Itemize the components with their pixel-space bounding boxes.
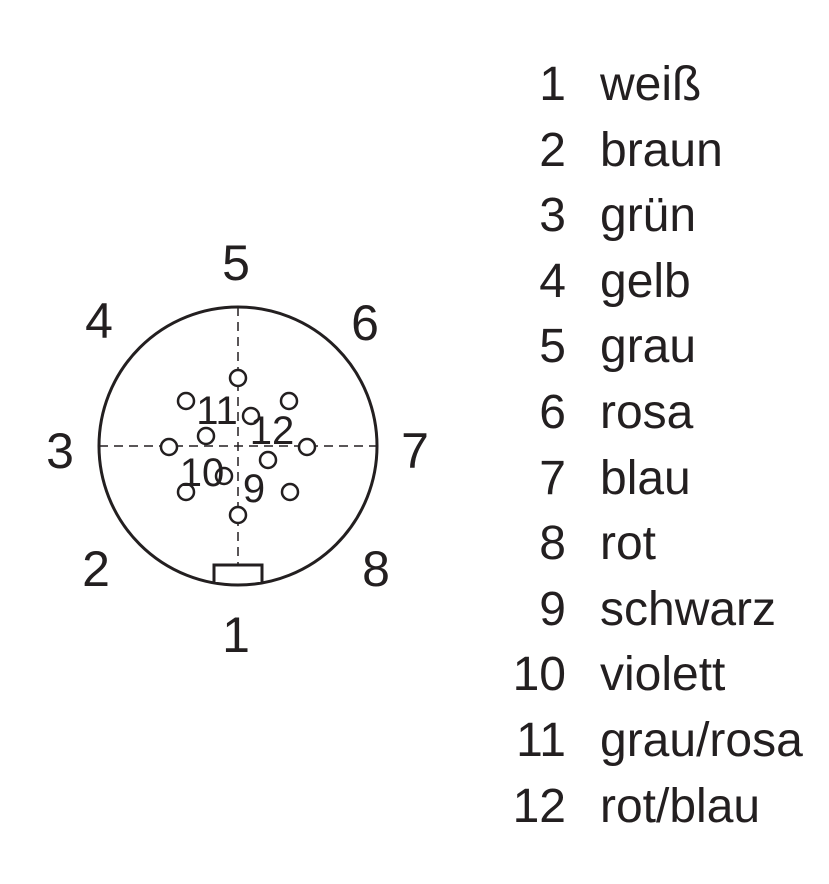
legend-row: 12 rot/blau bbox=[500, 774, 803, 840]
legend-row: 7 blau bbox=[500, 446, 803, 512]
legend-wire-color: blau bbox=[600, 451, 691, 505]
pin-11-contact bbox=[196, 426, 216, 446]
legend-wire-color: violett bbox=[600, 648, 726, 702]
legend-pin-number: 1 bbox=[539, 58, 566, 111]
legend-row: 4 gelb bbox=[500, 249, 803, 315]
legend-pin-number: 10 bbox=[512, 648, 566, 702]
pin-4-contact bbox=[176, 391, 196, 411]
pin-label-11: 11 bbox=[196, 389, 238, 433]
legend-pin-number: 8 bbox=[539, 517, 566, 571]
pin-2-contact bbox=[176, 482, 196, 502]
pin-9-contact bbox=[258, 450, 278, 470]
legend-row: 9 schwarz bbox=[500, 577, 803, 643]
pin-label-7: 7 bbox=[401, 423, 429, 479]
legend-row: 1 weiß bbox=[500, 52, 803, 118]
legend-pin-number: 12 bbox=[512, 779, 566, 833]
legend-wire-color: rot/blau bbox=[600, 779, 761, 833]
legend-pin-number: 3 bbox=[539, 189, 566, 243]
legend-row: 11 grau/rosa bbox=[500, 708, 803, 774]
legend-wire-color: grün bbox=[600, 189, 697, 243]
legend-wire-color: rosa bbox=[600, 385, 694, 439]
wire-color-legend: 1 weiß 2 braun 3 grün 4 gelb 5 grau 6 rosa 7 bl… bbox=[500, 52, 803, 839]
legend-wire-color: grau bbox=[600, 320, 697, 374]
coding-key bbox=[212, 563, 264, 582]
pin-label-10: 10 bbox=[180, 451, 225, 495]
pin-label-6: 6 bbox=[351, 295, 379, 351]
legend-row: 8 rot bbox=[500, 511, 803, 577]
legend-wire-color: grau/rosa bbox=[600, 713, 803, 767]
legend-pin-number: 7 bbox=[539, 451, 566, 505]
legend-pin-number: 9 bbox=[539, 582, 566, 636]
pin-label-3: 3 bbox=[46, 423, 74, 479]
legend-row: 2 braun bbox=[500, 118, 803, 184]
pin-1-contact bbox=[228, 505, 248, 525]
legend-wire-color: schwarz bbox=[600, 582, 777, 636]
pin-label-4: 4 bbox=[85, 293, 113, 349]
legend-pin-number: 11 bbox=[516, 713, 566, 767]
legend-pin-number: 6 bbox=[539, 385, 566, 439]
legend-row: 5 grau bbox=[500, 314, 803, 380]
legend-wire-color: gelb bbox=[600, 254, 691, 308]
pin-3-contact bbox=[159, 437, 179, 457]
legend-row: 6 rosa bbox=[500, 380, 803, 446]
pin-label-5: 5 bbox=[222, 235, 250, 291]
pin-12-contact bbox=[241, 406, 261, 426]
pin-6-contact bbox=[279, 391, 299, 411]
pin-10-contact bbox=[214, 466, 234, 486]
pin-label-8: 8 bbox=[362, 541, 390, 597]
legend-wire-color: braun bbox=[600, 123, 723, 177]
legend-row: 10 violett bbox=[500, 642, 803, 708]
legend-row: 3 grün bbox=[500, 183, 803, 249]
legend-pin-number: 5 bbox=[539, 320, 566, 374]
legend-wire-color: rot bbox=[600, 517, 657, 571]
pin-8-contact bbox=[280, 482, 300, 502]
pin-label-2: 2 bbox=[82, 541, 110, 597]
pin-5-contact bbox=[228, 368, 248, 388]
legend-pin-number: 4 bbox=[539, 254, 566, 308]
legend-wire-color: weiß bbox=[600, 58, 702, 111]
pin-label-12: 12 bbox=[250, 409, 295, 453]
pin-label-1: 1 bbox=[222, 607, 250, 663]
pin-label-9: 9 bbox=[243, 467, 265, 511]
legend-pin-number: 2 bbox=[539, 123, 566, 177]
pin-7-contact bbox=[297, 437, 317, 457]
